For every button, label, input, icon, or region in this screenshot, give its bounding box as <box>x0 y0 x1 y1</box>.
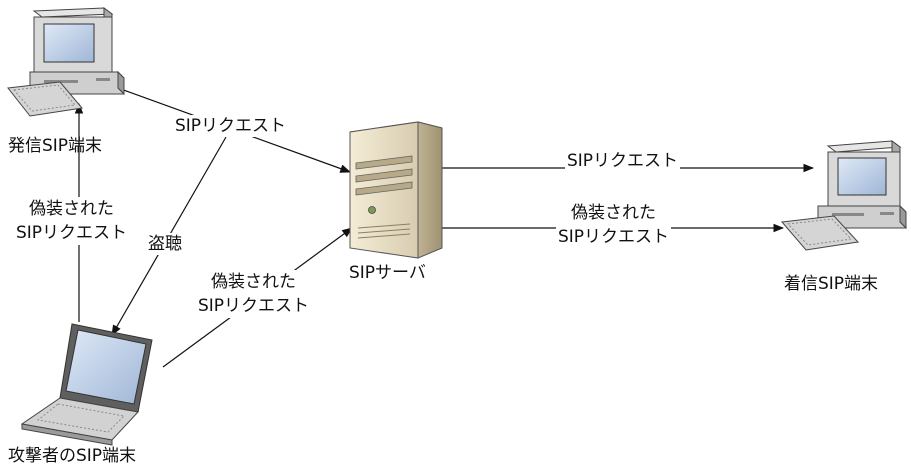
edge-label-line-2: SIPリクエスト <box>16 223 128 243</box>
receiver-computer-icon <box>781 140 907 251</box>
edge-label-line-1: 偽装された <box>29 199 115 219</box>
server-icon <box>349 121 443 259</box>
edge-label-sender-to-server: SIPリクエスト <box>173 115 289 137</box>
sender-computer-icon <box>7 7 125 117</box>
attacker-label: 攻撃者のSIP端末 <box>8 446 137 466</box>
attacker-laptop-icon <box>20 323 153 446</box>
edge-label-line-2: SIPリクエスト <box>558 227 670 247</box>
edge-label-line-2: SIPリクエスト <box>198 296 310 316</box>
edge-label-line-1: 偽装された <box>571 203 657 223</box>
edge-label-attacker-to-server: 偽装された SIPリクエスト <box>196 270 312 318</box>
edge-label-line-1: 偽装された <box>211 272 297 292</box>
edge-label-attacker-to-sender: 偽装された SIPリクエスト <box>14 197 130 245</box>
edge-label-server-to-receiver-spoofed: 偽装された SIPリクエスト <box>556 201 672 249</box>
server-label: SIPサーバ <box>349 263 426 283</box>
sender-label: 発信SIP端末 <box>8 136 103 156</box>
edge-label-server-to-receiver: SIPリクエスト <box>565 150 681 172</box>
receiver-label: 着信SIP端末 <box>784 274 879 294</box>
edge-label-eavesdrop: 盗聴 <box>146 233 184 255</box>
